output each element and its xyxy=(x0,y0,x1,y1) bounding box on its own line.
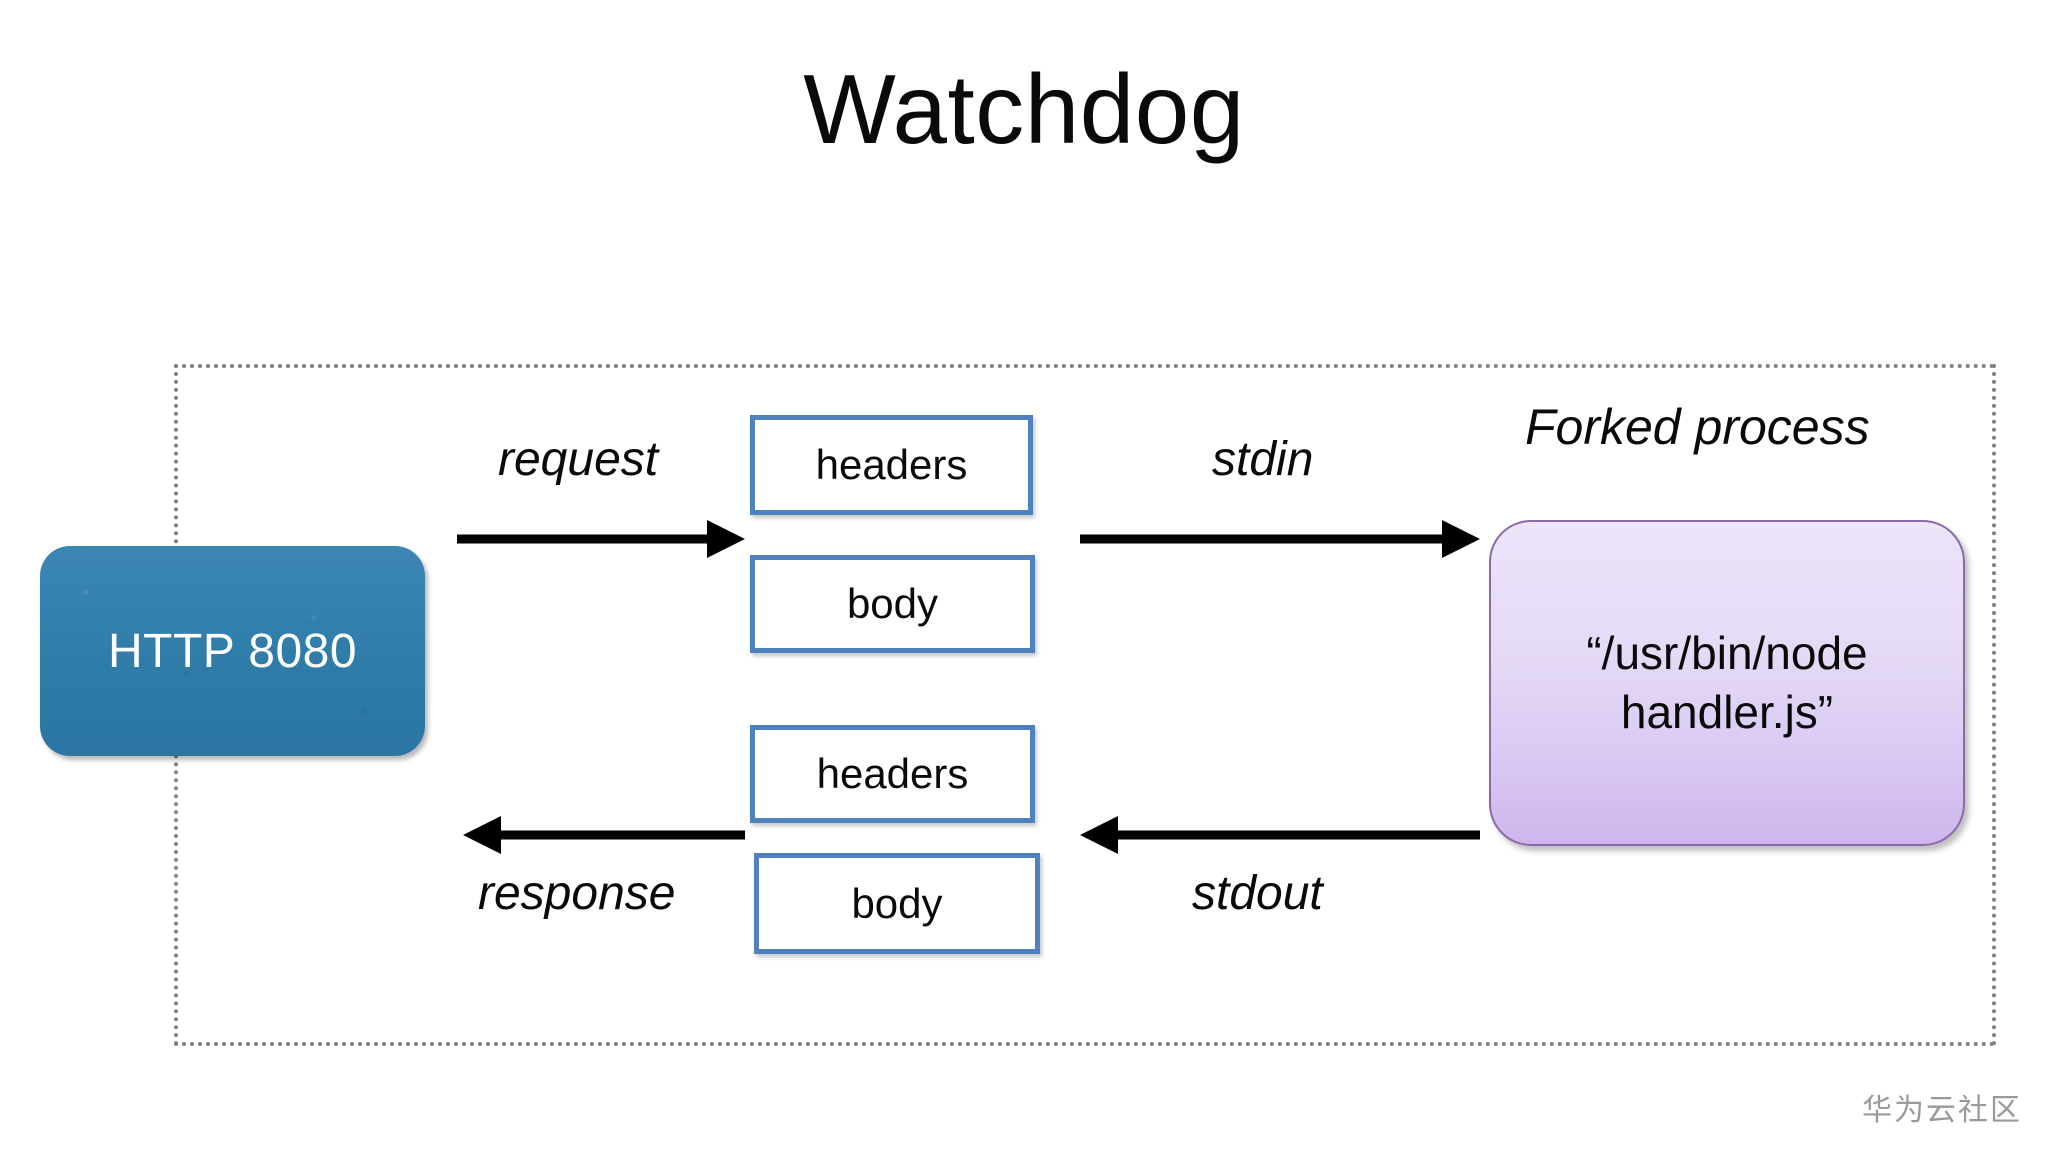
request-headers-box: headers xyxy=(750,415,1033,515)
http-endpoint-node: HTTP 8080 xyxy=(40,546,425,756)
request-body-box: body xyxy=(750,555,1035,653)
edge-label-stdin: stdin xyxy=(1212,433,1314,486)
response-headers-box: headers xyxy=(750,725,1035,823)
response-headers-label: headers xyxy=(816,750,969,797)
http-endpoint-label: HTTP 8080 xyxy=(107,624,358,678)
arrow-stdin-icon xyxy=(1080,520,1480,558)
forked-process-caption: Forked process xyxy=(1525,399,1870,455)
arrow-stdout-icon xyxy=(1080,816,1480,854)
arrow-request-icon xyxy=(457,520,745,558)
watermark-label: 华为云社区 xyxy=(1862,1094,2022,1127)
request-body-label: body xyxy=(846,580,939,627)
forked-process-command: “/usr/bin/node handler.js” xyxy=(1586,627,1868,738)
edge-label-response: response xyxy=(478,867,676,920)
page-title: Watchdog xyxy=(803,54,1245,164)
request-headers-label: headers xyxy=(815,441,968,488)
response-body-label: body xyxy=(851,879,943,927)
forked-process-node: “/usr/bin/node handler.js” xyxy=(1489,520,1965,846)
edge-label-stdout: stdout xyxy=(1192,867,1323,920)
arrow-response-icon xyxy=(463,816,745,854)
edge-label-request: request xyxy=(498,433,659,486)
response-body-box: body xyxy=(754,853,1040,954)
